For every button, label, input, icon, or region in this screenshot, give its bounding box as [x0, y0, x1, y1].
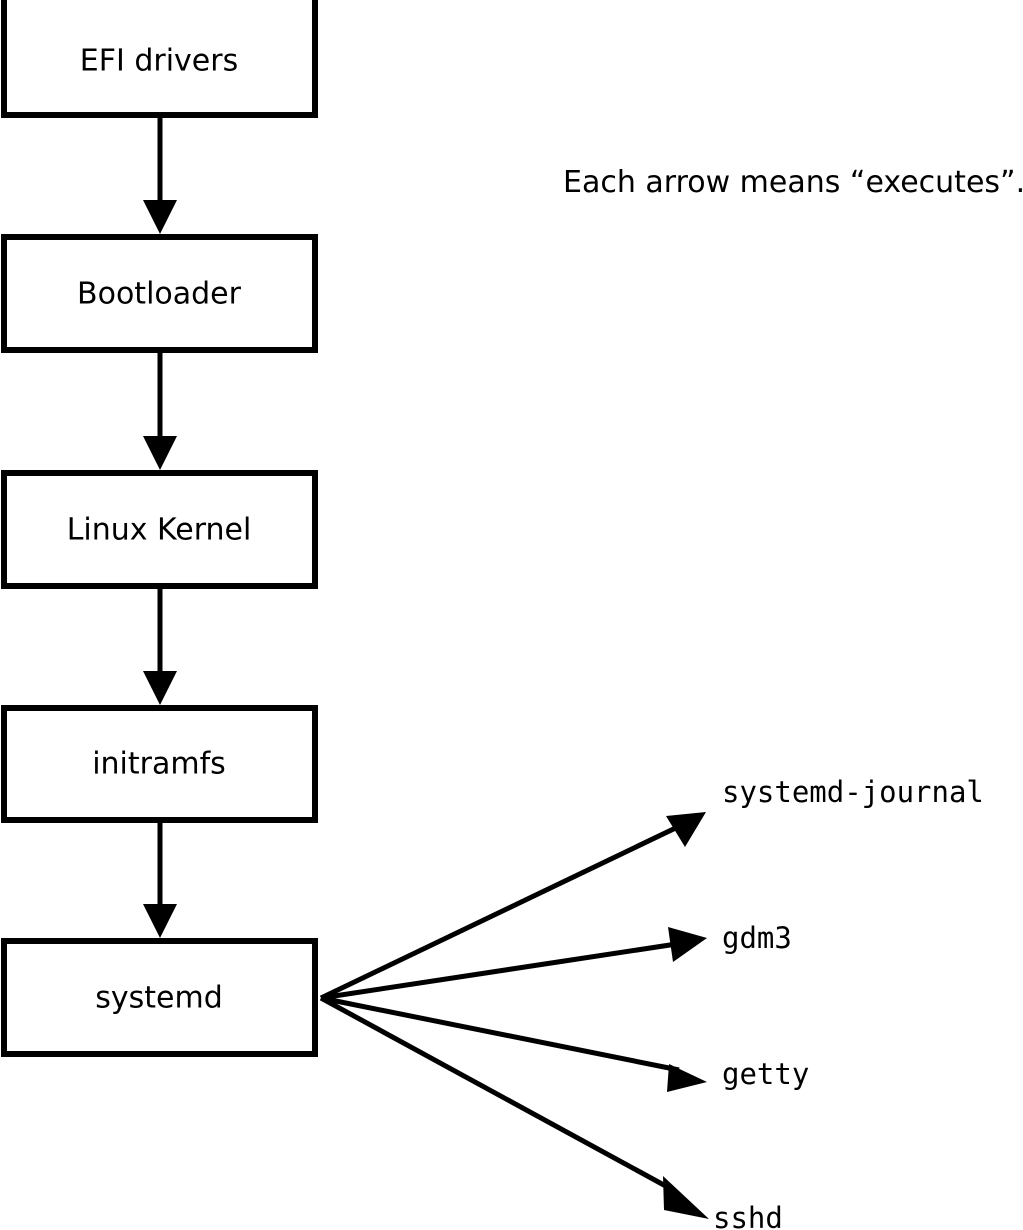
linux-kernel-box: [1, 470, 318, 589]
systemd-label: systemd: [95, 981, 223, 1016]
arrow-bootloader-to-linux-kernel: [143, 352, 177, 470]
node-bootloader[interactable]: Bootloader: [1, 234, 318, 353]
linux-kernel-label: Linux Kernel: [67, 513, 252, 548]
arrowhead-down-icon: [143, 671, 177, 705]
efi-drivers-box: [1, 0, 318, 118]
arrow-linux-kernel-to-initramfs: [143, 588, 177, 705]
efi-drivers-label: EFI drivers: [80, 44, 238, 79]
initramfs-box: [1, 705, 318, 823]
node-systemd[interactable]: systemd: [1, 938, 318, 1057]
service-label-systemd-journal[interactable]: systemd-journal: [722, 775, 984, 809]
diagram-caption: Each arrow means “executes”.: [563, 165, 1023, 200]
service-label-sshd[interactable]: sshd: [713, 1201, 783, 1230]
systemd-box: [1, 938, 318, 1057]
arrowhead-down-right-icon: [663, 1176, 709, 1219]
arrow-systemd-to-systemd-journal: [319, 812, 706, 1001]
arrow-initramfs-to-systemd: [143, 821, 177, 938]
arrow-systemd-to-getty: [320, 995, 707, 1092]
service-label-gdm3[interactable]: gdm3: [722, 921, 792, 955]
arrowhead-down-icon: [143, 904, 177, 938]
arrowhead-down-icon: [143, 436, 177, 470]
initramfs-label: initramfs: [92, 747, 226, 782]
arrowhead-up-right-icon: [666, 812, 706, 847]
node-efi-drivers[interactable]: EFI drivers: [1, 0, 318, 118]
arrowhead-down-right-icon: [667, 1064, 707, 1092]
arrow-systemd-to-sshd: [319, 995, 709, 1219]
arrowhead-down-icon: [143, 200, 177, 234]
bootloader-label: Bootloader: [77, 277, 242, 312]
arrow-systemd-to-gdm3: [320, 927, 707, 1001]
arrow-efi-drivers-to-bootloader: [143, 116, 177, 234]
bootloader-box: [1, 234, 318, 353]
node-linux-kernel[interactable]: Linux Kernel: [1, 470, 318, 589]
node-initramfs[interactable]: initramfs: [1, 705, 318, 823]
arrowhead-right-icon: [668, 927, 707, 962]
service-label-getty[interactable]: getty: [722, 1057, 809, 1091]
